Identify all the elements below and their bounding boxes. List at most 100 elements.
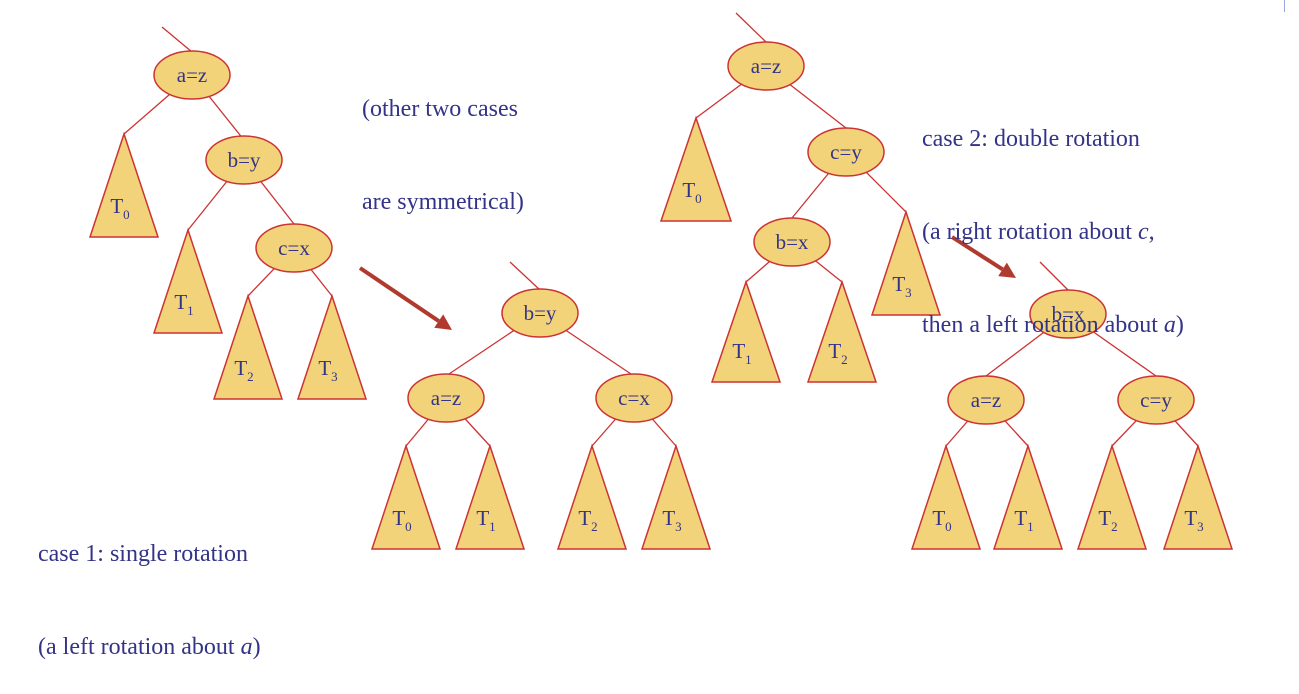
node-label: b=x (776, 230, 809, 254)
case2-after-node-c: c=y (1117, 375, 1195, 425)
node-label: b=x (1052, 302, 1085, 326)
subtree-triangle (992, 443, 1064, 550)
arrow-shaft (950, 235, 1004, 272)
case2-before-subtree-t0: T0 (659, 115, 733, 222)
case1-before-node-a: a=z (153, 50, 231, 100)
case2-before-subtree-t3: T3 (870, 209, 942, 316)
subtree-triangle (640, 443, 712, 550)
node-ellipse (255, 223, 333, 273)
case1-after-subtree-t2: T2 (556, 443, 628, 550)
node-label: a=z (751, 54, 782, 78)
node-ellipse (753, 217, 831, 267)
node-label: b=y (228, 148, 261, 172)
case2-caption-var-a: a (1163, 312, 1176, 338)
arrow-head (434, 314, 452, 330)
node-label: b=y (524, 301, 557, 325)
case1-after-subtree-t1: T1 (454, 443, 526, 550)
case2-caption-var-c: c (1137, 219, 1149, 245)
case2-transform-arrow (950, 235, 1016, 278)
subtree-triangle (1162, 443, 1234, 550)
node-label: c=x (278, 236, 310, 260)
node-label: a=z (431, 386, 462, 410)
case2-after-node-a: a=z (947, 375, 1025, 425)
case2-caption-line2-suffix: , (1148, 219, 1155, 245)
case2-before-node-a: a=z (727, 41, 805, 91)
node-ellipse (501, 288, 579, 338)
case1-caption-line1: case 1: single rotation (38, 541, 248, 567)
case1-caption-line2: (a left rotation about a) (38, 632, 261, 663)
arrow-head (998, 262, 1016, 278)
node-ellipse (595, 373, 673, 423)
case2-caption-line3-prefix: then a left rotation about (922, 312, 1164, 338)
slide-corner-tick (1284, 0, 1285, 12)
node-ellipse (205, 135, 283, 185)
subtree-triangle (152, 227, 224, 334)
case1-before-subtree-t0: T0 (88, 131, 160, 238)
node-label: c=y (830, 140, 862, 164)
case1-caption-line2-suffix: ) (252, 634, 261, 660)
node-ellipse (947, 375, 1025, 425)
case2-after-node-b: b=x (1029, 289, 1107, 339)
node-label: a=z (971, 388, 1002, 412)
case1-caption-var: a (240, 634, 253, 660)
subtree-triangle (212, 293, 284, 400)
case1-after-node-c: c=x (595, 373, 673, 423)
case1-after-parent-edge (509, 261, 541, 291)
case2-before-parent-edge (735, 12, 767, 43)
node-ellipse (1117, 375, 1195, 425)
case2-before-subtree-t2: T2 (806, 279, 878, 383)
arrow-shaft (358, 266, 440, 323)
symmetry-note-line1: (other two cases (362, 96, 518, 122)
case2-caption-line3: then a left rotation about a) (922, 310, 1184, 341)
subtree-triangle (556, 443, 628, 550)
case1-caption-line2-prefix: (a left rotation about (38, 634, 241, 660)
case1-transform-arrow (358, 266, 452, 330)
node-ellipse (727, 41, 805, 91)
case2-after-subtree-t0: T0 (910, 443, 982, 550)
node-label: a=z (177, 63, 208, 87)
case2-before-subtree-t1: T1 (710, 279, 782, 383)
case2-after-subtree-t3: T3 (1162, 443, 1234, 550)
case2-caption: case 2: double rotation (a right rotatio… (922, 62, 1184, 372)
subtree-triangle (1076, 443, 1148, 550)
case2-caption-line3-suffix: ) (1175, 312, 1184, 338)
subtree-triangle (296, 293, 368, 400)
symmetry-note: (other two cases are symmetrical) (362, 32, 524, 249)
node-label: c=x (618, 386, 650, 410)
arrows-layer (358, 235, 1016, 330)
case1-before-node-c: c=x (255, 223, 333, 273)
case2-caption-line2: (a right rotation about c, (922, 217, 1184, 248)
case1-after-node-b: b=y (501, 288, 579, 338)
subtree-triangle (910, 443, 982, 550)
case1-after-subtree-t3: T3 (640, 443, 712, 550)
case2-before-node-c: c=y (807, 127, 885, 177)
node-ellipse (153, 50, 231, 100)
symmetry-note-line2: are symmetrical) (362, 189, 524, 215)
case2-caption-line1: case 2: double rotation (922, 126, 1140, 152)
case1-caption: case 1: single rotation (a left rotation… (38, 477, 261, 694)
subtree-triangle (88, 131, 160, 238)
node-ellipse (407, 373, 485, 423)
case1-before-subtree-t2: T2 (212, 293, 284, 400)
subtree-triangle (870, 209, 942, 316)
case1-before-parent-edge (161, 26, 193, 53)
case1-after-node-a: a=z (407, 373, 485, 423)
case2-after-parent-edge (1039, 261, 1069, 291)
case2-after-subtree-t1: T1 (992, 443, 1064, 550)
subtree-triangle (710, 279, 782, 383)
case1-before-subtree-t3: T3 (296, 293, 368, 400)
subtree-triangle (806, 279, 878, 383)
node-ellipse (807, 127, 885, 177)
case2-after-subtree-t2: T2 (1076, 443, 1148, 550)
case1-before-node-b: b=y (205, 135, 283, 185)
node-ellipse (1029, 289, 1107, 339)
case2-before-node-b: b=x (753, 217, 831, 267)
subtree-triangle (659, 115, 733, 222)
case2-caption-line2-prefix: (a right rotation about (922, 219, 1138, 245)
case1-before-subtree-t1: T1 (152, 227, 224, 334)
node-label: c=y (1140, 388, 1172, 412)
subtree-triangle (370, 443, 442, 550)
subtree-triangle (454, 443, 526, 550)
